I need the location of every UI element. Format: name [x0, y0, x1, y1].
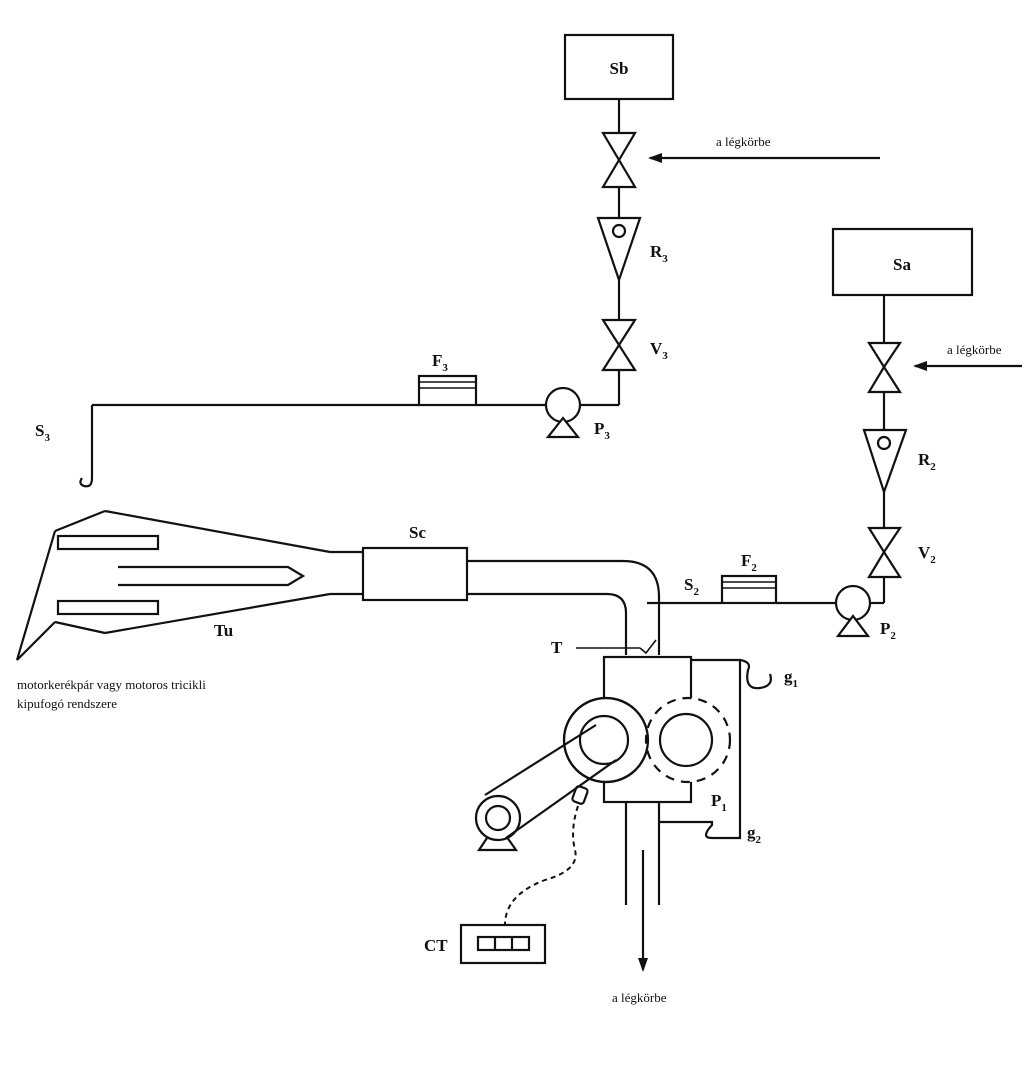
filter-f3: [417, 374, 478, 407]
gauge-g1: [739, 658, 772, 690]
bag-sa: Sa: [831, 227, 974, 297]
note-atm-right: a légkörbe: [947, 342, 1002, 357]
label-f3: F3: [432, 351, 448, 374]
label-t: T: [551, 638, 563, 657]
label-g2: g2: [747, 823, 762, 846]
valve-v3: [600, 318, 638, 372]
note-exhaust-2: kipufogó rendszere: [17, 696, 117, 711]
counter-cable: [504, 805, 579, 926]
flowmeter-r2: [862, 428, 908, 496]
pump-p3: [544, 386, 582, 439]
pump-p1: [562, 655, 732, 804]
label-p1: P1: [711, 791, 727, 814]
label-sc: Sc: [409, 523, 426, 542]
probe-s3: [79, 405, 94, 488]
connector-sc: [361, 546, 469, 602]
valve-v2: [867, 526, 903, 579]
valve-top-sa: [867, 341, 903, 394]
note-atm-top: a légkörbe: [716, 134, 771, 149]
label-sb: Sb: [610, 59, 629, 78]
label-g1: g1: [784, 667, 798, 690]
pump-p2: [834, 584, 872, 638]
note-exhaust-1: motorkerékpár vagy motoros tricikli: [17, 677, 206, 692]
exhaust-system: [15, 509, 331, 661]
filter-f2: [720, 574, 778, 605]
counter-ct: [459, 923, 547, 965]
label-v3: V3: [650, 339, 668, 362]
note-atm-bottom: a légkörbe: [612, 990, 667, 1005]
flowmeter-r3: [596, 216, 642, 284]
label-r2: R2: [918, 450, 936, 473]
label-f2: F2: [741, 551, 757, 574]
valve-top-sb: [601, 131, 637, 189]
label-tu: Tu: [214, 621, 233, 640]
label-r3: R3: [650, 242, 668, 265]
label-p3: P3: [594, 419, 610, 442]
bag-sb: Sb: [563, 33, 675, 101]
revolution-sensor: [571, 785, 589, 805]
label-sa: Sa: [893, 255, 911, 274]
label-p2: P2: [880, 619, 896, 642]
label-s3: S3: [35, 421, 50, 444]
pressure-line: [659, 658, 742, 840]
label-s2: S2: [684, 575, 699, 598]
label-v2: V2: [918, 543, 936, 566]
label-ct: CT: [424, 936, 448, 955]
drive-motor: [474, 724, 617, 852]
